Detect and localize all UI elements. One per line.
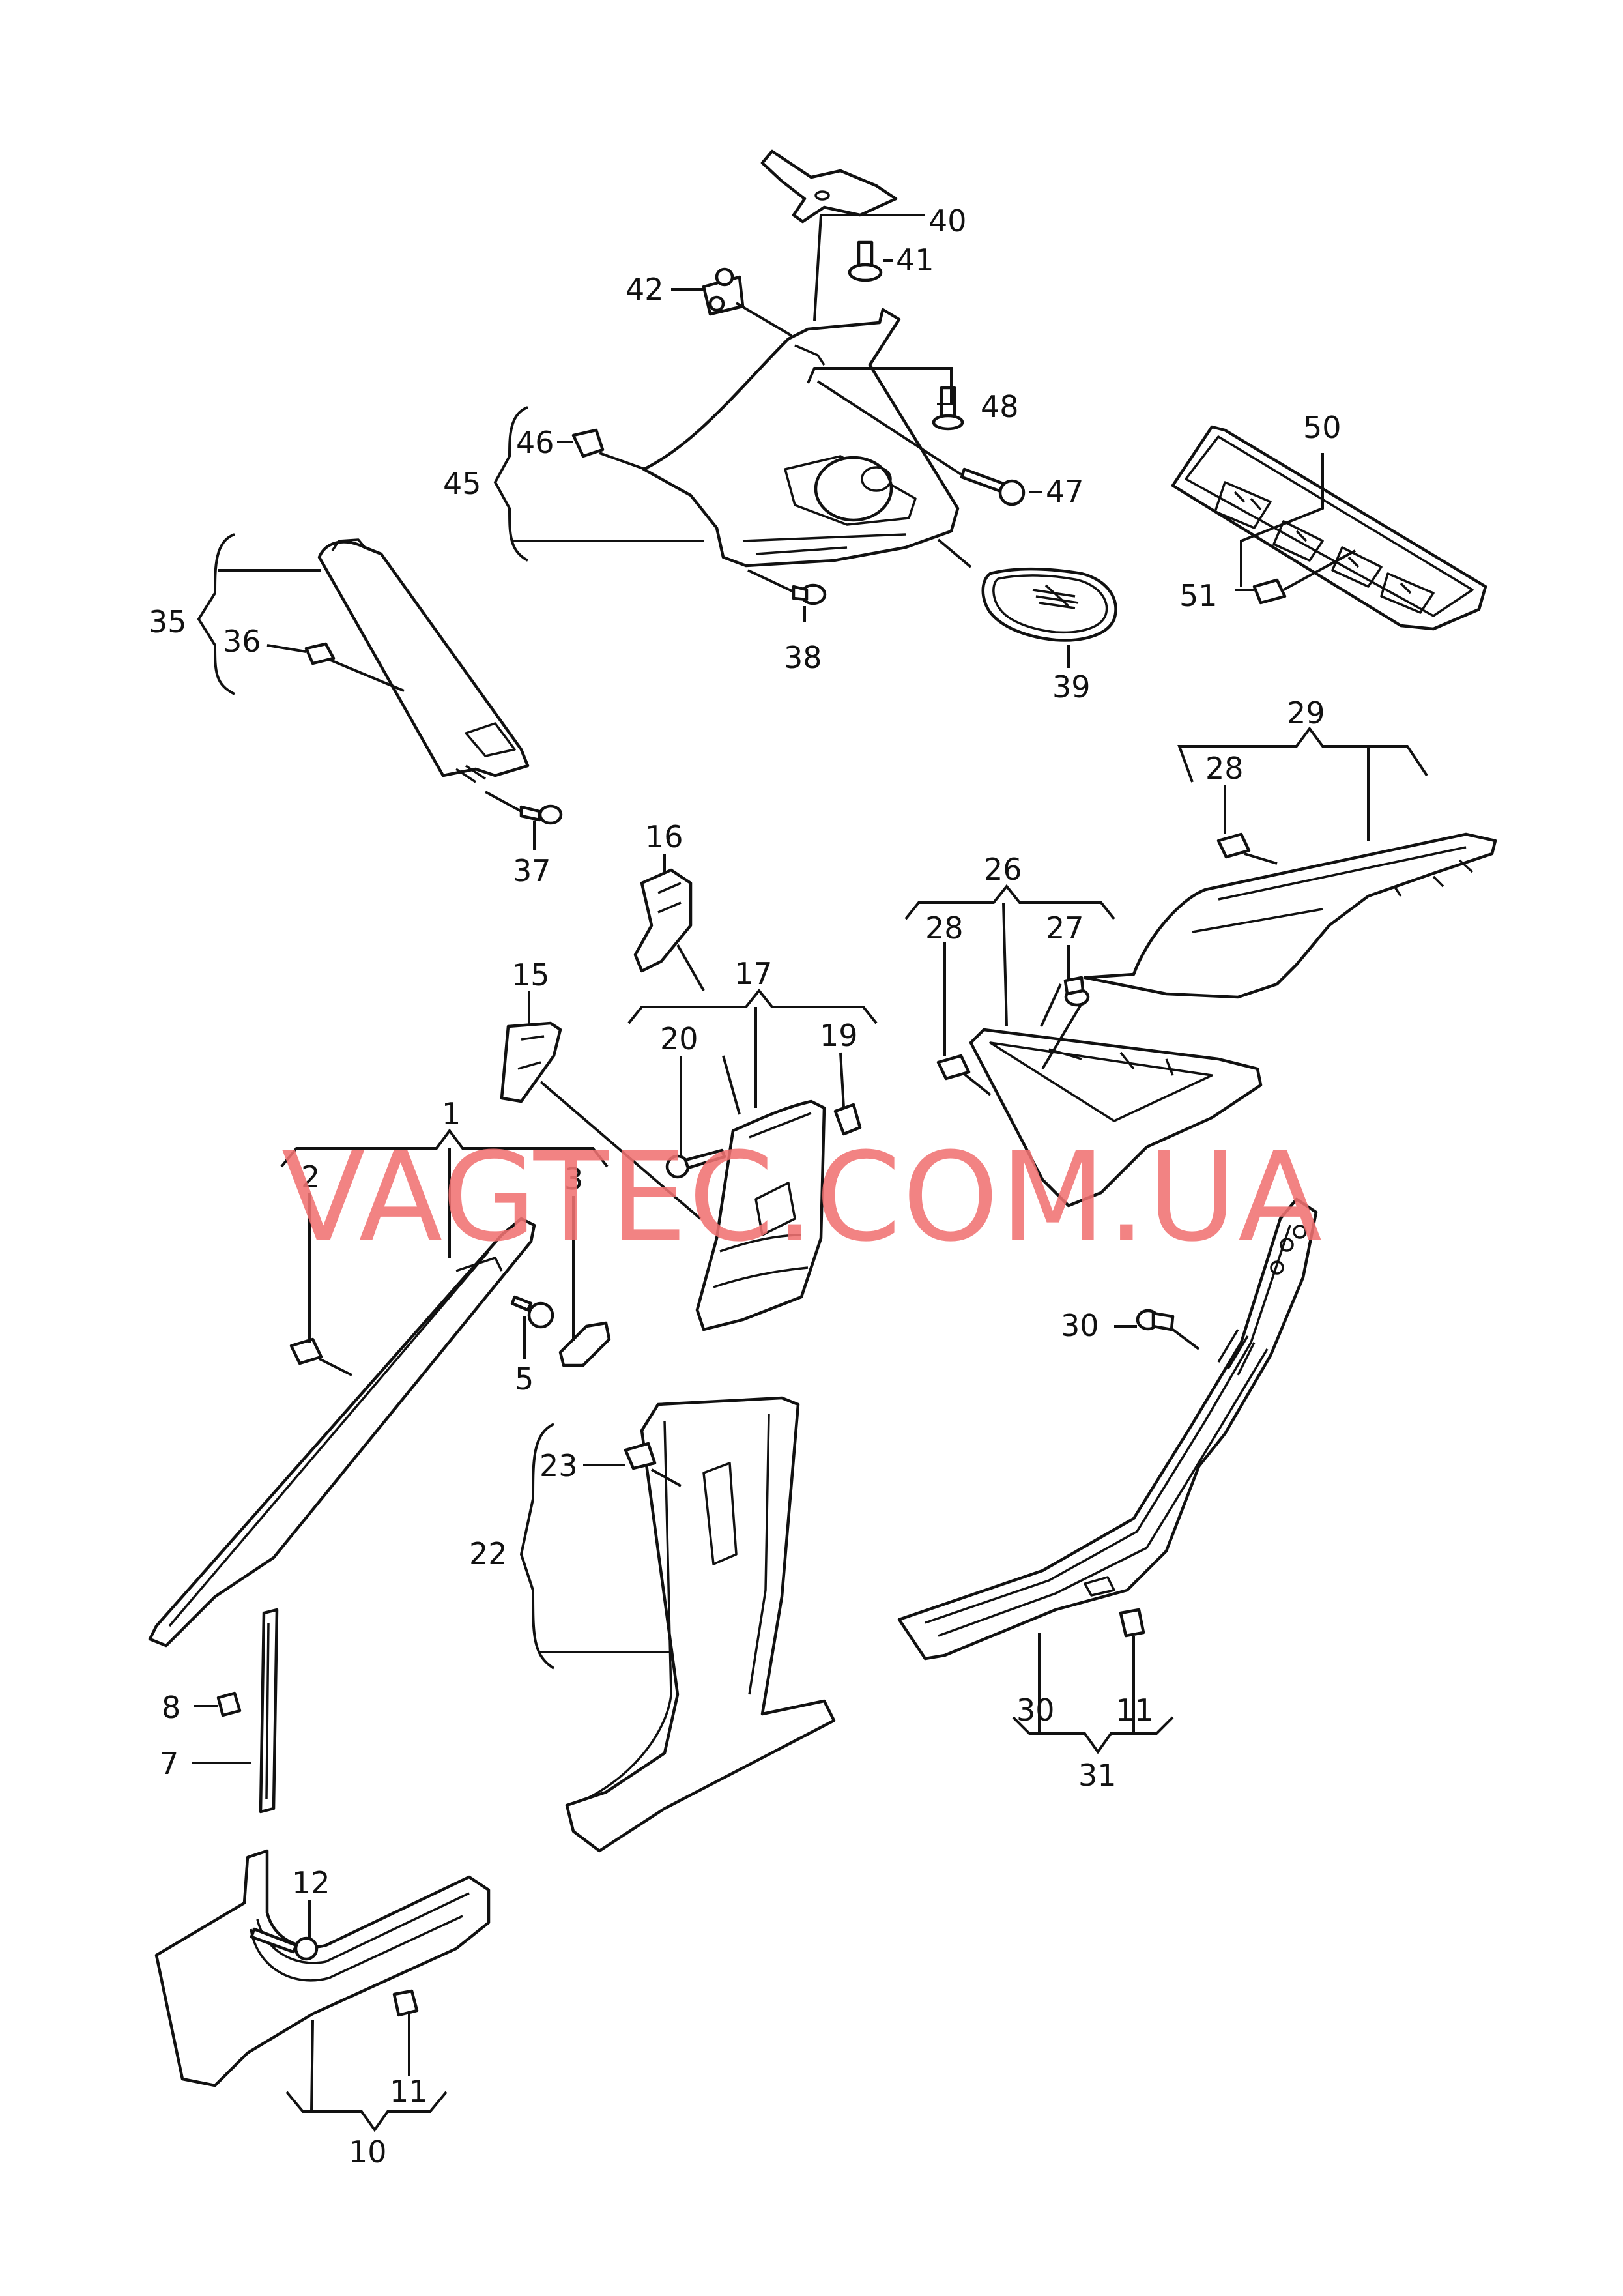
part-37-clip (519, 804, 563, 825)
part-42-clip (702, 267, 745, 316)
part-30-clip (1136, 1309, 1175, 1331)
part-15-bracket (500, 1021, 562, 1103)
label-2: 2 (301, 1159, 320, 1195)
label-40: 40 (928, 203, 967, 239)
label-45: 45 (443, 466, 481, 501)
part-3-cover-cap (558, 1321, 611, 1367)
part-1-a-pillar-trim (148, 1217, 536, 1648)
label-15: 15 (511, 957, 550, 993)
part-27-clip (1063, 976, 1090, 1007)
part-31-rear-sill-trim (897, 1197, 1318, 1661)
label-38: 38 (784, 640, 822, 675)
part-22-b-pillar-lower-trim (565, 1396, 836, 1853)
label-11-left: 11 (390, 2074, 428, 2109)
part-28-clip-upper (1216, 832, 1251, 859)
label-10: 10 (349, 2134, 387, 2170)
part-17-b-pillar-upper-trim (695, 1099, 826, 1331)
label-3: 3 (564, 1161, 583, 1197)
part-5-screw (510, 1295, 554, 1329)
part-16-bracket (633, 868, 693, 973)
part-20-screw (665, 1148, 726, 1179)
label-35: 35 (149, 604, 187, 639)
part-45-c-pillar-upper-trim (642, 308, 960, 568)
label-50: 50 (1303, 410, 1342, 445)
label-30-upper: 30 (1061, 1308, 1099, 1343)
part-28-clip-lower (936, 1054, 971, 1081)
part-40-bracket (760, 149, 898, 224)
label-42: 42 (625, 272, 664, 307)
part-23-clip (624, 1442, 657, 1470)
part-2-clip (289, 1337, 323, 1365)
label-31: 31 (1078, 1758, 1117, 1793)
label-23: 23 (539, 1448, 578, 1483)
part-48-bolt (932, 386, 964, 431)
label-26: 26 (984, 852, 1022, 887)
part-41-bolt (848, 240, 883, 282)
leader-lines (192, 214, 1428, 2132)
part-number-labels: 40 41 42 48 47 46 45 38 39 35 36 37 50 5… (149, 203, 1342, 2170)
label-39: 39 (1052, 669, 1091, 705)
label-11-right: 11 (1115, 1693, 1154, 1728)
label-17: 17 (734, 956, 773, 991)
label-8: 8 (162, 1690, 180, 1725)
label-51: 51 (1179, 578, 1218, 613)
label-22: 22 (469, 1536, 508, 1571)
label-36: 36 (223, 624, 261, 659)
label-28-lower: 28 (925, 910, 964, 946)
watermark-text: VAGTEC.COM.UA (281, 1126, 1323, 1269)
label-16: 16 (645, 819, 683, 854)
label-30-lower: 30 (1016, 1693, 1055, 1728)
label-27: 27 (1046, 910, 1084, 946)
part-36-clip (304, 642, 336, 665)
label-20: 20 (660, 1021, 698, 1056)
label-48: 48 (981, 389, 1019, 424)
label-29: 29 (1287, 695, 1325, 731)
part-19-clip (833, 1103, 862, 1136)
label-7: 7 (160, 1746, 179, 1781)
part-12-screw (250, 1927, 319, 1961)
part-38-clip (792, 583, 827, 605)
label-41: 41 (896, 242, 934, 278)
part-50-parcel-shelf (1171, 425, 1487, 631)
part-51-clip (1252, 578, 1287, 605)
part-35-pillar-trim (317, 538, 530, 783)
part-26-rear-pillar-trim (969, 1028, 1263, 1208)
label-12: 12 (292, 1865, 330, 1900)
label-1: 1 (442, 1096, 461, 1131)
label-47: 47 (1046, 474, 1084, 509)
label-28-upper: 28 (1205, 751, 1244, 786)
part-47-bolt (960, 467, 1026, 506)
part-11-clip-left (392, 1989, 419, 2017)
part-8-clip (216, 1691, 242, 1717)
label-19: 19 (820, 1018, 858, 1053)
part-7-strip (259, 1608, 279, 1814)
part-29-rear-side-trim (1083, 832, 1497, 999)
label-5: 5 (515, 1361, 534, 1397)
label-46: 46 (516, 425, 554, 460)
part-46-clip (571, 428, 605, 458)
label-37: 37 (513, 853, 551, 888)
part-11-clip-right (1119, 1608, 1145, 1638)
part-39-speaker-cover (981, 568, 1117, 642)
